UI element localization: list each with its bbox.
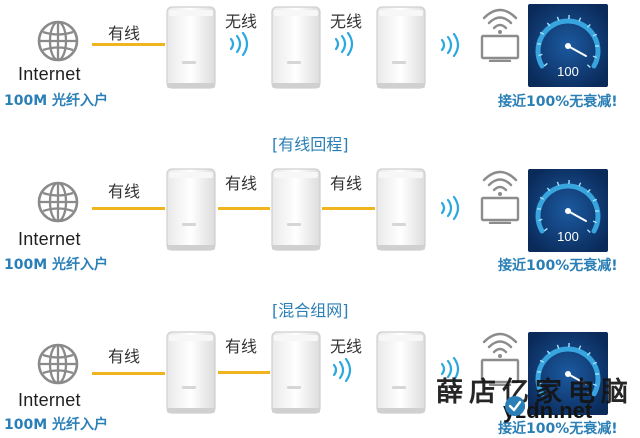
- mesh-router-node: [165, 5, 217, 90]
- wireless-signal-icon: [436, 33, 466, 57]
- mesh-router-node: [165, 330, 217, 415]
- wired-link: [322, 207, 375, 210]
- link-label-1: 有线: [108, 178, 140, 202]
- wired-link: [218, 371, 270, 374]
- mesh-router-node: [165, 167, 217, 252]
- wireless-signal-icon: [225, 32, 255, 56]
- mesh-router-node: [270, 167, 322, 252]
- link-label-2: 无线: [225, 8, 257, 32]
- wireless-signal-icon: [328, 358, 358, 382]
- mesh-router-node: [375, 5, 427, 90]
- link-label-3: 有线: [330, 170, 362, 194]
- watermark-logo-icon: [504, 395, 526, 417]
- speed-value: 100: [553, 64, 583, 79]
- isp-label: 100M 光纤入户: [4, 414, 108, 434]
- caption: 接近100%无衰减!: [498, 255, 618, 275]
- wired-link: [92, 372, 165, 375]
- link-label-1: 有线: [108, 343, 140, 367]
- wifi-monitor-icon: [478, 164, 522, 224]
- globe-icon: [36, 342, 80, 386]
- wired-link: [92, 207, 165, 210]
- link-label-2: 有线: [225, 170, 257, 194]
- wireless-signal-icon: [436, 196, 466, 220]
- mesh-router-node: [270, 330, 322, 415]
- mesh-router-node: [375, 167, 427, 252]
- wifi-monitor-icon: [478, 2, 522, 62]
- internet-label: Internet: [18, 229, 81, 250]
- internet-label: Internet: [18, 390, 81, 411]
- internet-label: Internet: [18, 64, 81, 85]
- link-label-2: 有线: [225, 333, 257, 357]
- speed-value: 100: [553, 229, 583, 244]
- globe-icon: [36, 19, 80, 63]
- globe-icon: [36, 180, 80, 224]
- link-label-3: 无线: [330, 333, 362, 357]
- wired-link: [218, 207, 270, 210]
- mesh-router-node: [375, 330, 427, 415]
- isp-label: 100M 光纤入户: [4, 90, 108, 110]
- wireless-signal-icon: [330, 32, 360, 56]
- isp-label: 100M 光纤入户: [4, 254, 108, 274]
- link-label-1: 有线: [108, 20, 140, 44]
- section-title: [有线回程]: [272, 131, 349, 155]
- section-title: [混合组网]: [272, 297, 349, 321]
- caption: 接近100%无衰减!: [498, 91, 618, 111]
- wired-link: [92, 43, 165, 46]
- mesh-router-node: [270, 5, 322, 90]
- link-label-3: 无线: [330, 8, 362, 32]
